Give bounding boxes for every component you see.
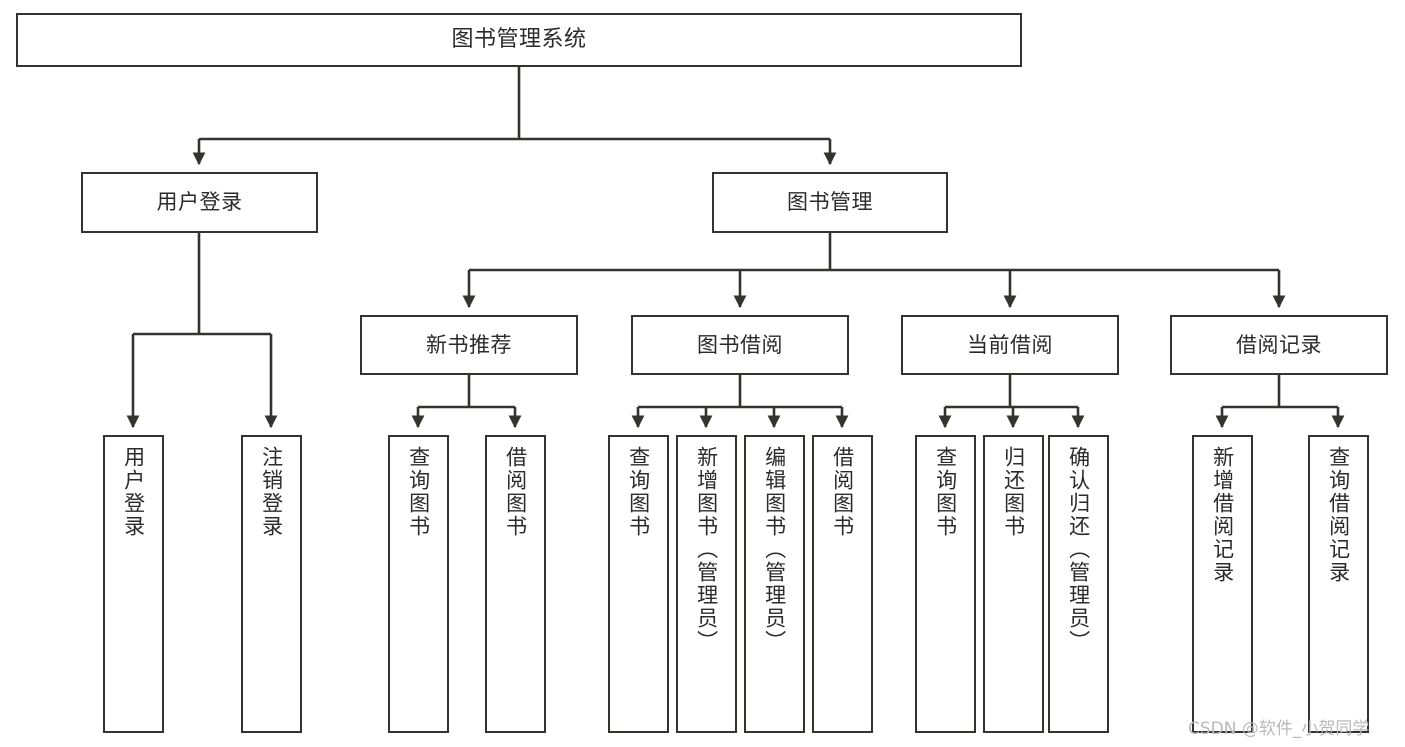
node-borrow-record-label: 借阅记录 bbox=[1236, 332, 1322, 357]
node-current-borrow[interactable]: 当前借阅 bbox=[901, 315, 1119, 375]
node-root-label: 图书管理系统 bbox=[451, 27, 587, 53]
leaf-query-record-label: 查询借阅记录 bbox=[1326, 446, 1351, 584]
leaf-query-book-1[interactable]: 查询图书 bbox=[388, 435, 449, 733]
leaf-user-login[interactable]: 用户登录 bbox=[103, 435, 164, 733]
leaf-return-book-label: 归还图书 bbox=[1001, 446, 1026, 538]
csdn-watermark: CSDN @软件_小贺同学 bbox=[1188, 719, 1370, 739]
leaf-confirm-return[interactable]: 确认归还（管理员） bbox=[1048, 435, 1109, 733]
leaf-borrow-book-1[interactable]: 借阅图书 bbox=[485, 435, 546, 733]
leaf-return-book[interactable]: 归还图书 bbox=[983, 435, 1044, 733]
node-current-borrow-label: 当前借阅 bbox=[967, 332, 1053, 357]
leaf-query-book-2[interactable]: 查询图书 bbox=[608, 435, 669, 733]
leaf-add-book[interactable]: 新增图书（管理员） bbox=[676, 435, 737, 733]
leaf-query-book-2-label: 查询图书 bbox=[626, 446, 651, 538]
node-new-book-recommend[interactable]: 新书推荐 bbox=[360, 315, 578, 375]
node-book-borrow[interactable]: 图书借阅 bbox=[631, 315, 849, 375]
leaf-add-book-label: 新增图书（管理员） bbox=[694, 446, 719, 653]
node-root[interactable]: 图书管理系统 bbox=[16, 13, 1022, 67]
node-new-book-recommend-label: 新书推荐 bbox=[426, 332, 512, 357]
leaf-borrow-book-2[interactable]: 借阅图书 bbox=[812, 435, 873, 733]
leaf-query-book-1-label: 查询图书 bbox=[406, 446, 431, 538]
leaf-borrow-book-2-label: 借阅图书 bbox=[830, 446, 855, 538]
leaf-logout[interactable]: 注销登录 bbox=[241, 435, 302, 733]
leaf-edit-book-label: 编辑图书（管理员） bbox=[762, 446, 787, 653]
node-book-borrow-label: 图书借阅 bbox=[697, 332, 783, 357]
leaf-logout-label: 注销登录 bbox=[259, 446, 284, 538]
node-book-manage[interactable]: 图书管理 bbox=[712, 172, 948, 233]
leaf-query-book-3[interactable]: 查询图书 bbox=[915, 435, 976, 733]
leaf-user-login-label: 用户登录 bbox=[121, 446, 146, 538]
node-user-login-label: 用户登录 bbox=[156, 190, 243, 215]
leaf-query-record[interactable]: 查询借阅记录 bbox=[1308, 435, 1369, 733]
leaf-query-book-3-label: 查询图书 bbox=[933, 446, 958, 538]
node-user-login[interactable]: 用户登录 bbox=[81, 172, 318, 233]
leaf-borrow-book-1-label: 借阅图书 bbox=[503, 446, 528, 538]
leaf-add-record-label: 新增借阅记录 bbox=[1210, 446, 1235, 584]
node-book-manage-label: 图书管理 bbox=[787, 190, 873, 215]
leaf-edit-book[interactable]: 编辑图书（管理员） bbox=[744, 435, 805, 733]
leaf-add-record[interactable]: 新增借阅记录 bbox=[1192, 435, 1253, 733]
leaf-confirm-return-label: 确认归还（管理员） bbox=[1066, 446, 1091, 653]
node-borrow-record[interactable]: 借阅记录 bbox=[1170, 315, 1388, 375]
